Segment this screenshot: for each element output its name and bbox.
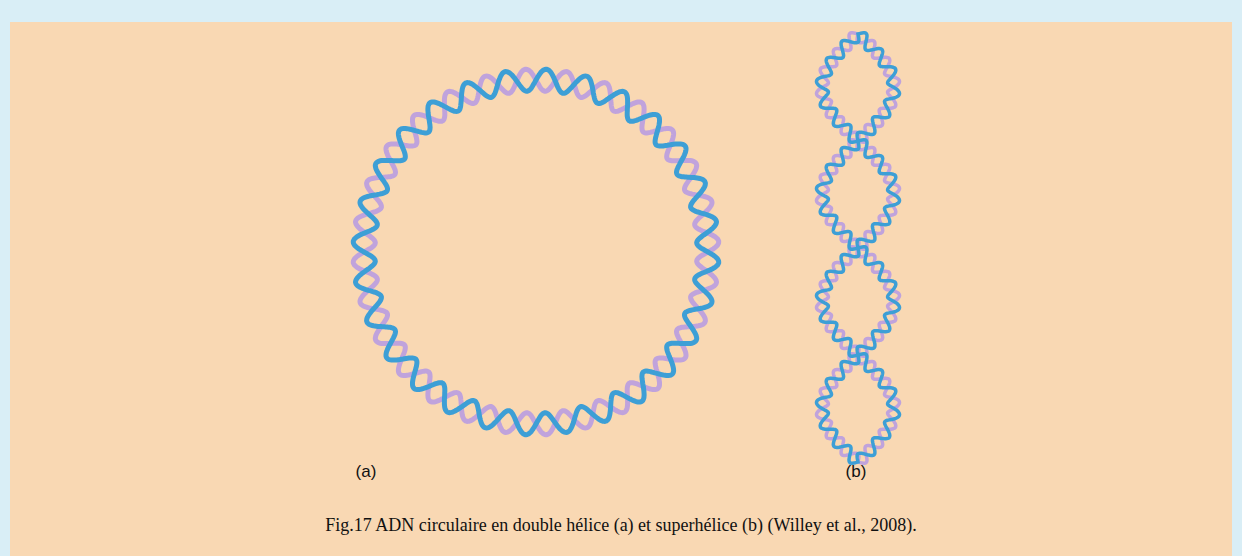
panel-label: (b) [846,462,867,482]
dna-strand [353,69,718,434]
dna-strand [817,33,900,463]
panel-label: (a) [356,462,377,482]
dna-strand [817,33,900,463]
dna-strand [353,69,718,434]
figure-caption: Fig.17 ADN circulaire en double hélice (… [325,515,917,536]
background-panel [10,22,1232,556]
